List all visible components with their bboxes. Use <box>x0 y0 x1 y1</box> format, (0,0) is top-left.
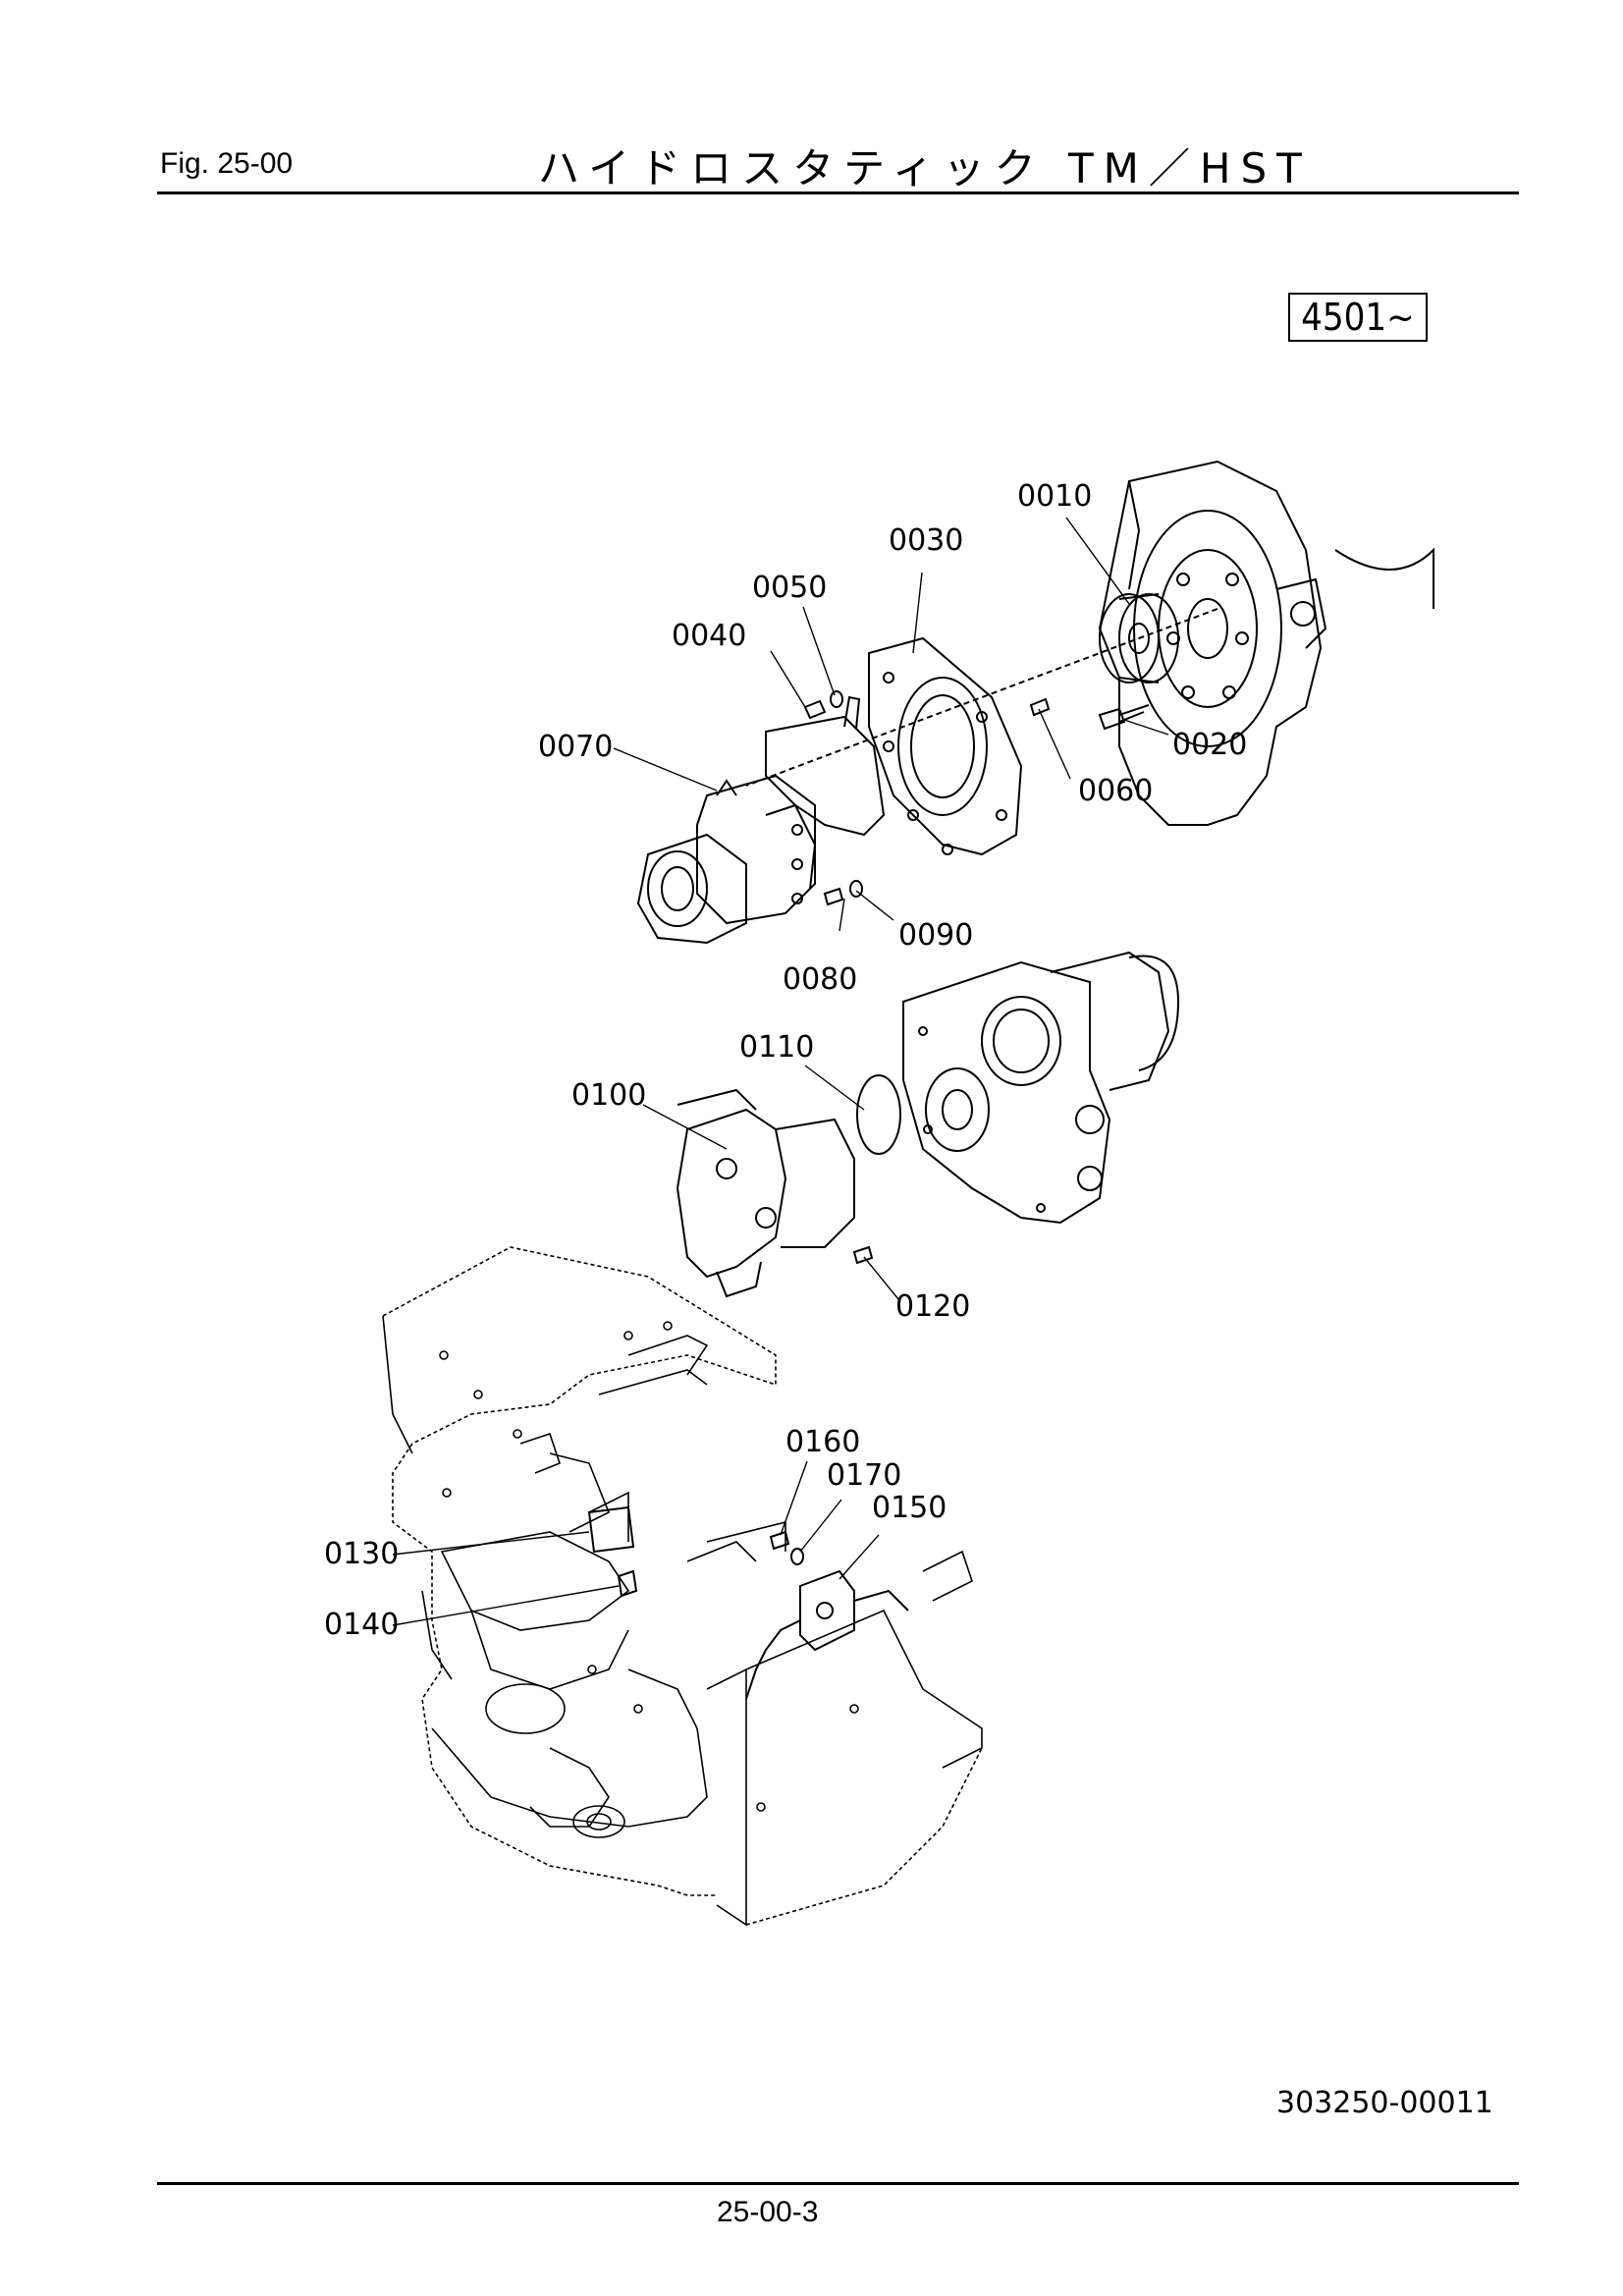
adapter-plate <box>868 636 1023 856</box>
callout-0060: 0060 <box>1078 774 1153 808</box>
callout-0030: 0030 <box>889 523 963 558</box>
leader-lines <box>392 517 1169 1626</box>
callout-0010: 0010 <box>1017 479 1092 514</box>
page-number: 25-00-3 <box>717 2196 819 2228</box>
bolt-0080 <box>823 887 844 906</box>
callout-0140: 0140 <box>324 1608 399 1642</box>
callout-0150: 0150 <box>872 1491 947 1525</box>
transmission-housing <box>902 951 1180 1225</box>
valve-block-0150 <box>745 1569 909 1700</box>
callout-0120: 0120 <box>895 1289 970 1324</box>
footer-divider <box>157 2182 1519 2185</box>
callout-0090: 0090 <box>898 918 973 953</box>
o-ring <box>856 1074 901 1155</box>
callout-0050: 0050 <box>752 571 827 605</box>
chassis-frame <box>382 1246 983 1927</box>
callout-0080: 0080 <box>783 962 857 997</box>
callout-0110: 0110 <box>739 1030 814 1065</box>
washer-0050 <box>830 690 843 708</box>
figure-label: Fig. 25-00 <box>160 147 294 180</box>
document-number: 303250-00011 <box>1276 2086 1493 2120</box>
bolt-0020 <box>1098 704 1150 731</box>
callout-0160: 0160 <box>785 1425 860 1459</box>
washer-0090 <box>849 880 863 898</box>
bolt-0040 <box>803 699 827 720</box>
hydraulic-motor <box>676 1088 855 1298</box>
coupling <box>1099 593 1179 683</box>
washer-0170 <box>790 1548 804 1565</box>
bolt-0120 <box>852 1245 874 1265</box>
callout-0040: 0040 <box>672 619 746 653</box>
pin-0060 <box>1029 697 1051 717</box>
flywheel-housing <box>1098 460 1434 826</box>
callout-0070: 0070 <box>538 730 613 764</box>
callout-0100: 0100 <box>571 1078 646 1113</box>
hydraulic-pump <box>636 695 886 945</box>
header-divider <box>157 191 1519 194</box>
callout-0020: 0020 <box>1172 728 1247 762</box>
serial-range-box: 4501~ <box>1288 293 1428 342</box>
bolt-0140 <box>617 1569 638 1598</box>
callout-0170: 0170 <box>827 1458 901 1493</box>
bracket-0130 <box>587 1505 635 1554</box>
page-title: ハイドロスタティック TM／HST <box>538 144 1312 192</box>
callout-0130: 0130 <box>324 1537 399 1571</box>
